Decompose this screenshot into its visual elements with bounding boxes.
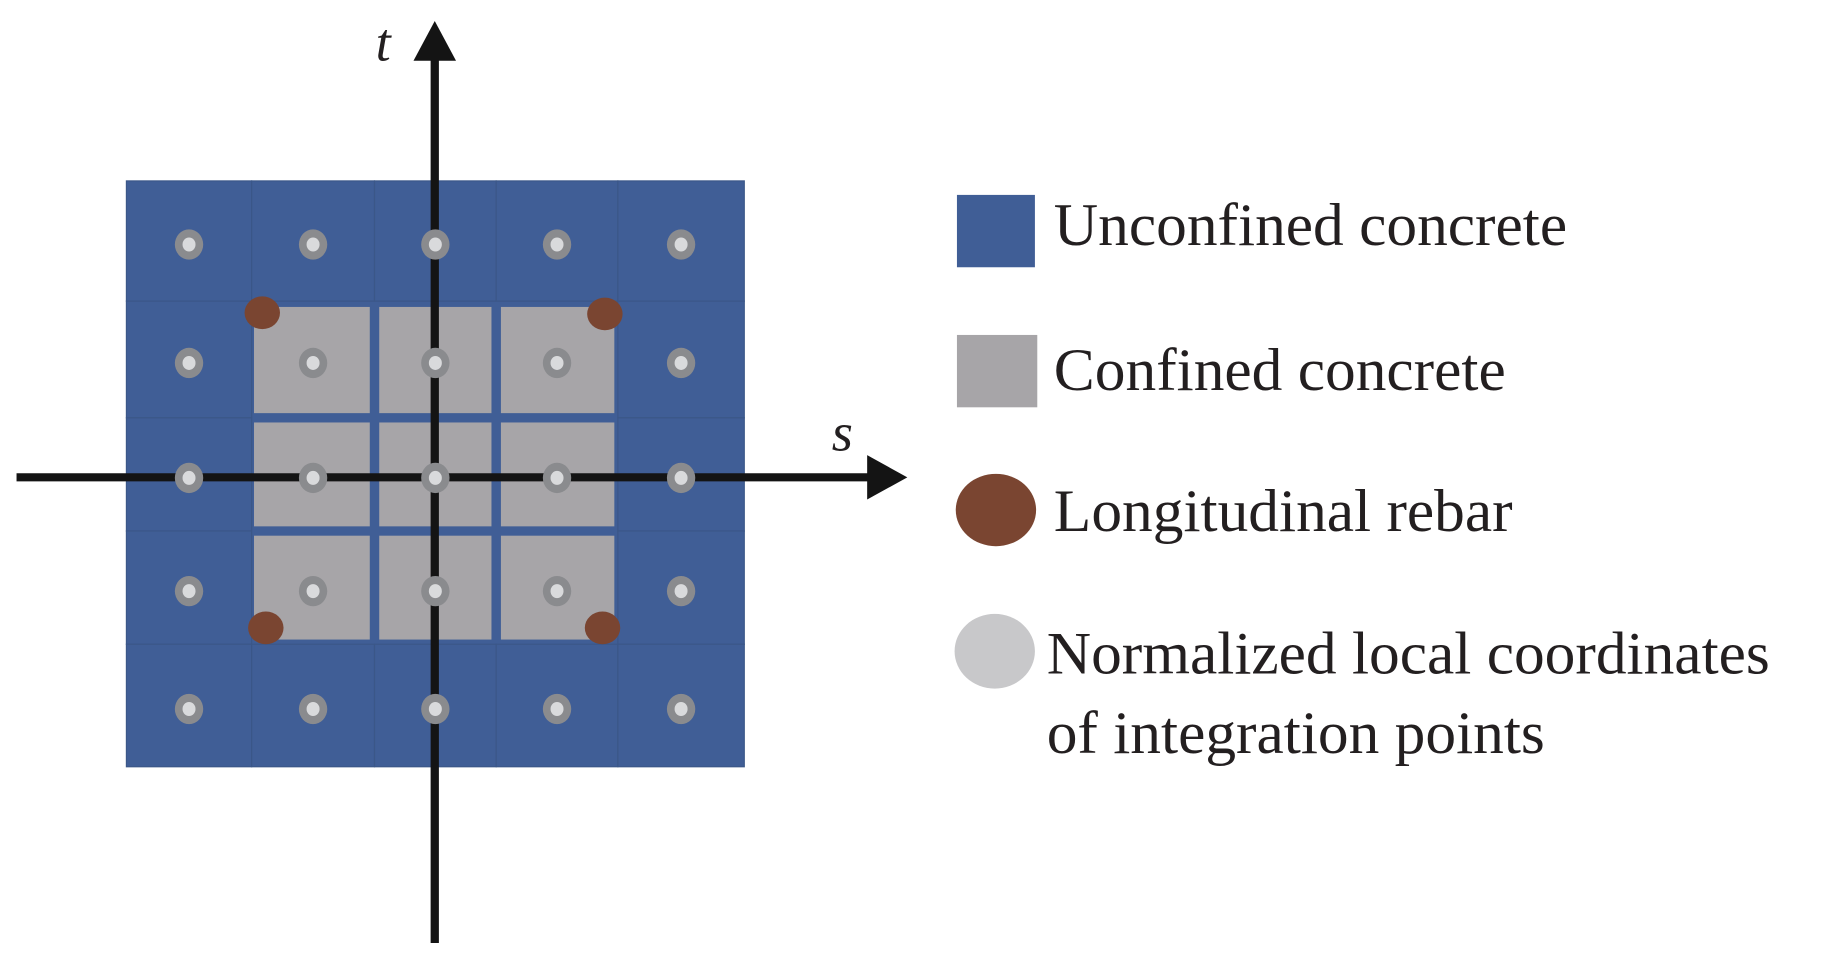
integration-point [666, 462, 696, 494]
integration-point-core [428, 237, 442, 252]
integration-point [298, 693, 328, 725]
integration-point [298, 462, 328, 494]
integration-point [174, 693, 204, 725]
legend-label-integration-point: Normalized local coordinates [1047, 621, 1770, 688]
integration-point [421, 229, 450, 260]
t-axis-arrowhead [413, 21, 457, 61]
legend-label-unconfined: Unconfined concrete [1054, 192, 1567, 259]
legend-swatch-confined [956, 334, 1038, 408]
integration-point [421, 575, 450, 607]
integration-point-core [182, 355, 196, 370]
integration-point-core [306, 584, 320, 599]
integration-points [174, 229, 696, 725]
legend-swatch-unconfined [956, 194, 1035, 268]
legend-label-confined: Confined concrete [1054, 337, 1506, 404]
integration-point-core [428, 470, 442, 485]
integration-point [298, 575, 328, 607]
integration-point [542, 575, 572, 607]
integration-point-core [428, 584, 442, 599]
legend-label-rebar: Longitudinal rebar [1054, 478, 1513, 545]
integration-point-core [306, 470, 320, 485]
integration-point-core [182, 584, 196, 599]
integration-point-core [182, 237, 196, 252]
integration-point-core [428, 355, 442, 370]
rebar-bottom-left [248, 611, 284, 645]
integration-point-core [306, 701, 320, 716]
integration-point [666, 575, 696, 607]
integration-point [174, 347, 204, 379]
integration-point-core [182, 470, 196, 485]
rebar-top-right [587, 297, 623, 331]
legend-swatch-integration-point [954, 613, 1035, 689]
integration-point-core [550, 237, 564, 252]
axes: s t [16, 13, 908, 943]
legend-item-confined: Confined concrete [956, 334, 1506, 408]
integration-point-core [674, 237, 688, 252]
s-axis-arrowhead [867, 455, 908, 500]
integration-point [666, 347, 696, 379]
legend: Unconfined concrete Confined concrete Lo… [954, 192, 1770, 767]
integration-point [542, 229, 572, 260]
integration-point-core [674, 584, 688, 599]
integration-point-core [674, 470, 688, 485]
integration-point [174, 575, 204, 607]
rebar-top-left [244, 296, 280, 330]
integration-point [174, 462, 204, 494]
integration-point [421, 347, 450, 379]
legend-label-integration-point-line2: of integration points [1047, 700, 1545, 767]
rebar-bottom-right [584, 611, 621, 645]
integration-point-core [674, 701, 688, 716]
integration-point-core [550, 470, 564, 485]
integration-point-core [674, 355, 688, 370]
integration-point [666, 693, 696, 725]
integration-point-core [550, 584, 564, 599]
legend-swatch-rebar [955, 473, 1037, 547]
rebar-layer [244, 296, 623, 645]
legend-item-rebar: Longitudinal rebar [955, 473, 1513, 547]
integration-point [421, 693, 450, 725]
legend-item-unconfined: Unconfined concrete [956, 192, 1567, 268]
integration-point [421, 462, 450, 494]
integration-point [666, 229, 696, 260]
legend-item-integration-point: Normalized local coordinates of integrat… [954, 613, 1770, 767]
integration-point [542, 347, 572, 379]
integration-point [542, 693, 572, 725]
integration-point-core [182, 701, 196, 716]
integration-point-core [306, 237, 320, 252]
t-axis-label: t [376, 13, 393, 73]
s-axis-label: s [832, 403, 853, 463]
integration-point-core [428, 701, 442, 716]
integration-point-core [550, 701, 564, 716]
integration-point [298, 229, 328, 260]
integration-point-core [306, 355, 320, 370]
integration-point [542, 462, 572, 494]
integration-point-core [550, 355, 564, 370]
integration-point [298, 347, 328, 379]
integration-point [174, 229, 204, 260]
